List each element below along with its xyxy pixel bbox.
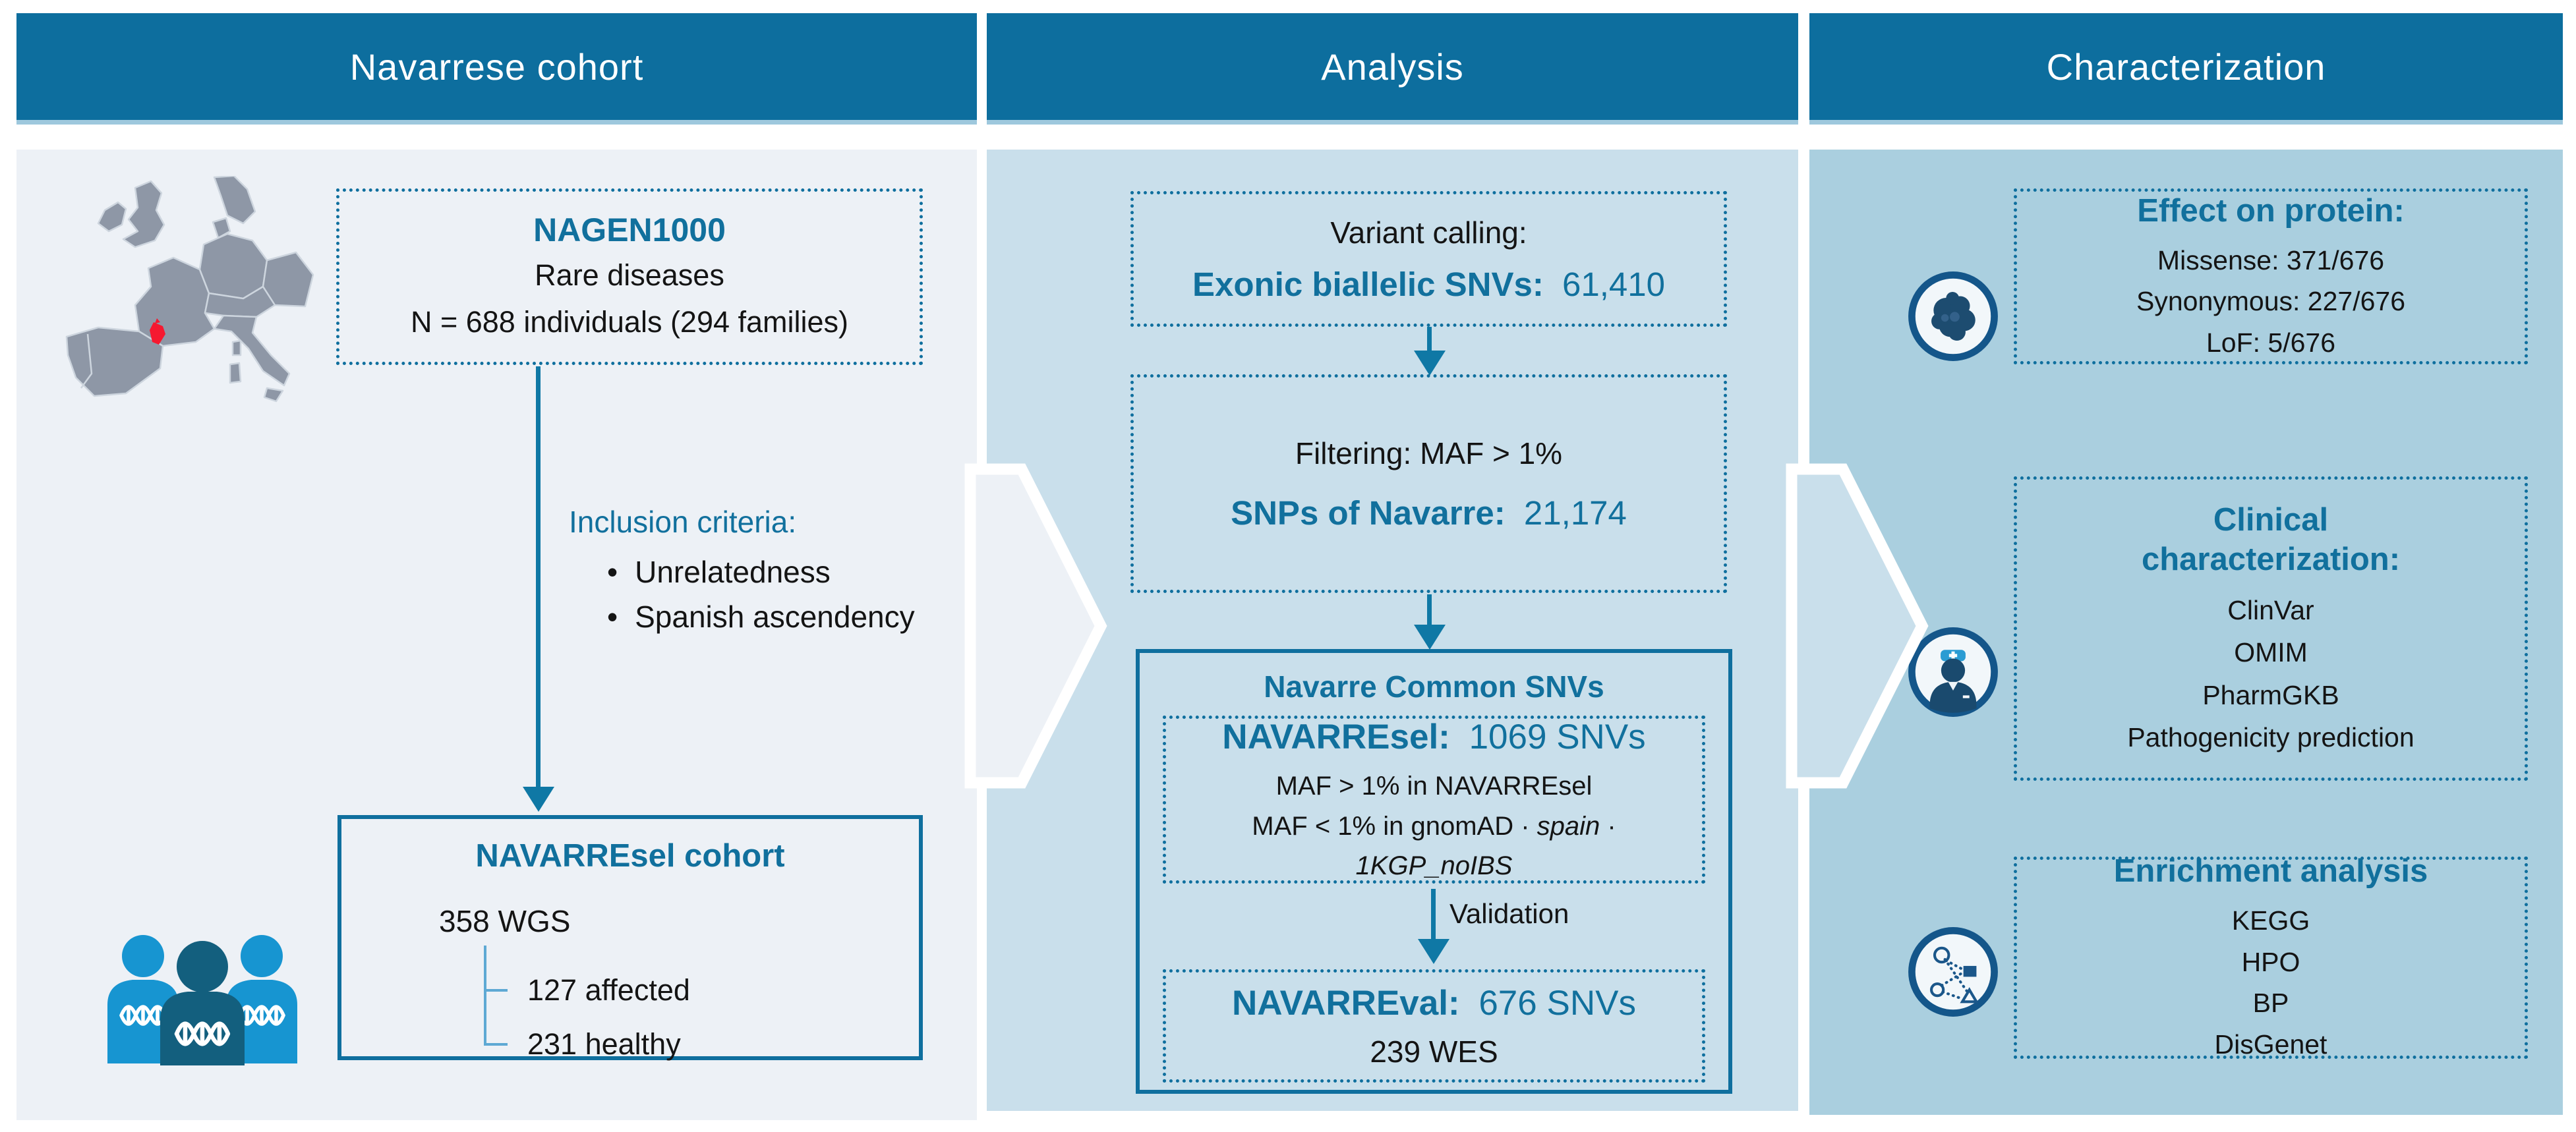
clinical-characterization-box: Clinical characterization: ClinVar OMIM …: [2014, 476, 2528, 781]
clinician-graphic: [1908, 627, 1998, 717]
filtering-intro: Filtering: MAF > 1%: [1295, 436, 1563, 470]
navarresel-snvs-line: NAVARREsel: 1069 SNVs: [1166, 717, 1702, 757]
navarresel-snvs-box: NAVARREsel: 1069 SNVs MAF > 1% in NAVARR…: [1163, 716, 1705, 884]
navarre-region-marker: [150, 322, 165, 345]
network-graph-icon: [1907, 926, 1999, 1018]
tree-branch-line: [484, 1043, 508, 1046]
maf-criteria-3: 1KGP_noIBS: [1355, 851, 1513, 881]
analysis-arrow-1: [1427, 327, 1432, 352]
tree-line: [484, 946, 486, 1046]
navarresel-cohort-box: NAVARREsel cohort 358 WGS 127 affected 2…: [337, 815, 923, 1061]
variant-calling-box: Variant calling: Exonic biallelic SNVs: …: [1130, 191, 1727, 327]
effect-item: Synonymous: 227/676: [2136, 286, 2405, 317]
panel-cohort: NAGEN1000 Rare diseases N = 688 individu…: [16, 150, 977, 1120]
navarreval-count: 676 SNVs: [1478, 983, 1636, 1023]
validation-label: Validation: [1449, 898, 1569, 929]
clinical-item: ClinVar: [2227, 594, 2314, 625]
snps-navarre-line: SNPs of Navarre: 21,174: [1134, 494, 1724, 532]
people-dna-icon: [90, 928, 314, 1070]
analysis-arrow-2: [1427, 594, 1432, 626]
maf-criteria-2-prefix: MAF < 1% in gnomAD ·: [1252, 811, 1537, 841]
inclusion-bullet: Spanish ascendency: [635, 600, 915, 634]
tree-branch-line: [484, 989, 508, 992]
effect-item: Missense: 371/676: [2157, 244, 2385, 275]
maf-criteria-2-spain: spain: [1537, 811, 1600, 841]
person-dark-center: [160, 941, 245, 1065]
effect-item: LoF: 5/676: [2206, 327, 2336, 358]
exonic-snvs-line: Exonic biallelic SNVs: 61,410: [1134, 265, 1724, 304]
maf-criteria-2-suffix: ·: [1600, 811, 1616, 841]
maf-criteria-2: MAF < 1% in gnomAD · spain ·: [1166, 810, 1702, 843]
navarreval-line: NAVARREval: 676 SNVs: [1166, 983, 1702, 1023]
panel-title: Navarrese cohort: [349, 45, 644, 88]
wgs-count: 358 WGS: [439, 904, 571, 938]
navarresel-cohort-title: NAVARREsel cohort: [475, 838, 785, 874]
europe-map-graphic: [65, 175, 314, 403]
enrichment-item: HPO: [2241, 946, 2300, 977]
validation-arrow: [1431, 889, 1436, 940]
navarreval-box: NAVARREval: 676 SNVs 239 WES: [1163, 969, 1705, 1083]
panel-title: Characterization: [2046, 45, 2326, 88]
clinical-item: Pathogenicity prediction: [2127, 722, 2415, 753]
enrichment-item: DisGenet: [2214, 1029, 2327, 1060]
protein-structure-graphic: [1908, 271, 1998, 361]
chevron-arrow-middle-to-right: [1786, 463, 1929, 789]
exonic-snvs-label: Exonic biallelic SNVs:: [1192, 265, 1544, 303]
network-graph-graphic: [1908, 927, 1998, 1017]
protein-structure-icon: [1907, 270, 1999, 362]
nagen1000-box: NAGEN1000 Rare diseases N = 688 individu…: [336, 188, 923, 365]
wes-count: 239 WES: [1370, 1034, 1498, 1069]
inclusion-bullet-row: • Unrelatedness: [607, 554, 915, 590]
europe-map: [57, 175, 321, 423]
enrichment-analysis-box: Enrichment analysis KEGG HPO BP DisGenet: [2014, 853, 2528, 1060]
clinical-item: PharmGKB: [2202, 679, 2339, 710]
inclusion-bullet: Unrelatedness: [635, 555, 831, 589]
panel-header-cohort: Navarrese cohort: [16, 13, 977, 125]
panel-header-analysis: Analysis: [987, 13, 1798, 125]
filtering-box: Filtering: MAF > 1% SNPs of Navarre: 21,…: [1130, 374, 1727, 593]
enrichment-item: BP: [2252, 988, 2289, 1019]
bullet-dot: •: [607, 600, 618, 634]
effect-on-protein-title: Effect on protein:: [2137, 192, 2405, 229]
nagen1000-line: N = 688 individuals (294 families): [410, 305, 849, 339]
people-dna-graphic: [107, 935, 297, 1065]
navarre-common-snvs-box: Navarre Common SNVs NAVARREsel: 1069 SNV…: [1136, 649, 1732, 1094]
panel-title: Analysis: [1321, 45, 1464, 88]
panel-analysis: Variant calling: Exonic biallelic SNVs: …: [987, 150, 1798, 1111]
variant-calling-intro: Variant calling:: [1330, 215, 1527, 250]
clinician-icon: [1907, 626, 1999, 718]
navarreval-label: NAVARREval:: [1232, 983, 1460, 1023]
inclusion-criteria: Inclusion criteria: • Unrelatedness • Sp…: [569, 504, 915, 635]
snps-navarre-label: SNPs of Navarre:: [1231, 494, 1506, 532]
effect-on-protein-box: Effect on protein: Missense: 371/676 Syn…: [2014, 188, 2528, 364]
panel-characterization: Effect on protein: Missense: 371/676 Syn…: [1809, 150, 2563, 1115]
exonic-snvs-count: 61,410: [1562, 265, 1666, 303]
cohort-flow-arrow: [536, 366, 541, 788]
clinical-item: OMIM: [2234, 637, 2308, 668]
inclusion-title: Inclusion criteria:: [569, 505, 797, 539]
branch-affected: 127 affected: [527, 973, 690, 1007]
nagen1000-line: Rare diseases: [535, 258, 724, 293]
inclusion-bullet-row: • Spanish ascendency: [607, 599, 915, 635]
branch-healthy: 231 healthy: [527, 1027, 681, 1061]
panel-header-characterization: Characterization: [1809, 13, 2563, 125]
common-snvs-title: Navarre Common SNVs: [1264, 669, 1604, 704]
clinical-characterization-title: Clinical characterization:: [2141, 502, 2401, 577]
navarresel-label: NAVARREsel:: [1222, 717, 1450, 756]
enrichment-item: KEGG: [2231, 905, 2310, 936]
maf-criteria-1: MAF > 1% in NAVARREsel: [1275, 771, 1593, 801]
navarresel-count: 1069 SNVs: [1469, 717, 1646, 756]
nagen1000-title: NAGEN1000: [533, 212, 726, 249]
enrichment-analysis-title: Enrichment analysis: [2113, 853, 2428, 890]
chevron-arrow-left-to-middle: [964, 463, 1107, 789]
snps-navarre-count: 21,174: [1523, 494, 1627, 532]
bullet-dot: •: [607, 555, 618, 589]
